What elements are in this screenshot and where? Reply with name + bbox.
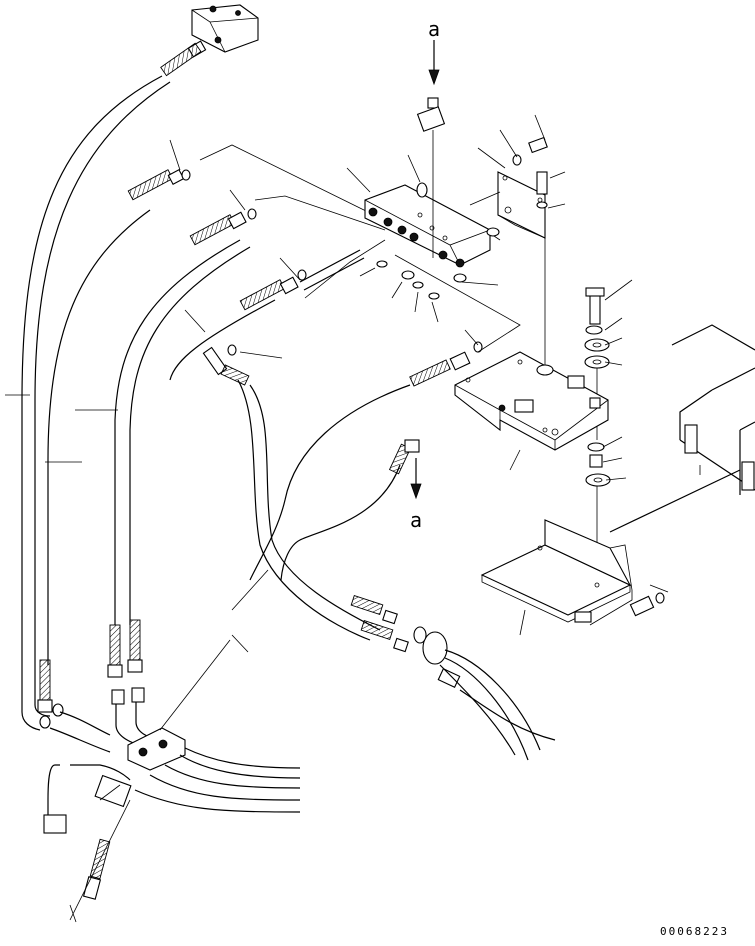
view-arrow-bottom: a [410, 458, 422, 532]
drawing-number: 00068223 [660, 925, 729, 938]
view-arrow-top: a [416, 17, 446, 258]
lower-left-cluster [21, 569, 301, 923]
hose-main-left [21, 42, 202, 680]
manifold-block [364, 182, 500, 300]
manifold-callouts [169, 139, 501, 359]
view-arrow-top-label: a [428, 17, 440, 41]
left-callouts [5, 394, 118, 463]
view-arrow-bottom-label: a [410, 508, 422, 532]
hose-center [202, 254, 521, 641]
hose-group-left [47, 209, 276, 665]
hose-fittings-upper [127, 169, 365, 311]
mounting-bracket [469, 114, 566, 380]
lower-connectors [350, 595, 556, 761]
valve-mounting-plate [454, 351, 609, 471]
fastener-stack-right [584, 279, 633, 585]
right-housing [609, 324, 755, 533]
lower-support-bracket [480, 519, 669, 636]
